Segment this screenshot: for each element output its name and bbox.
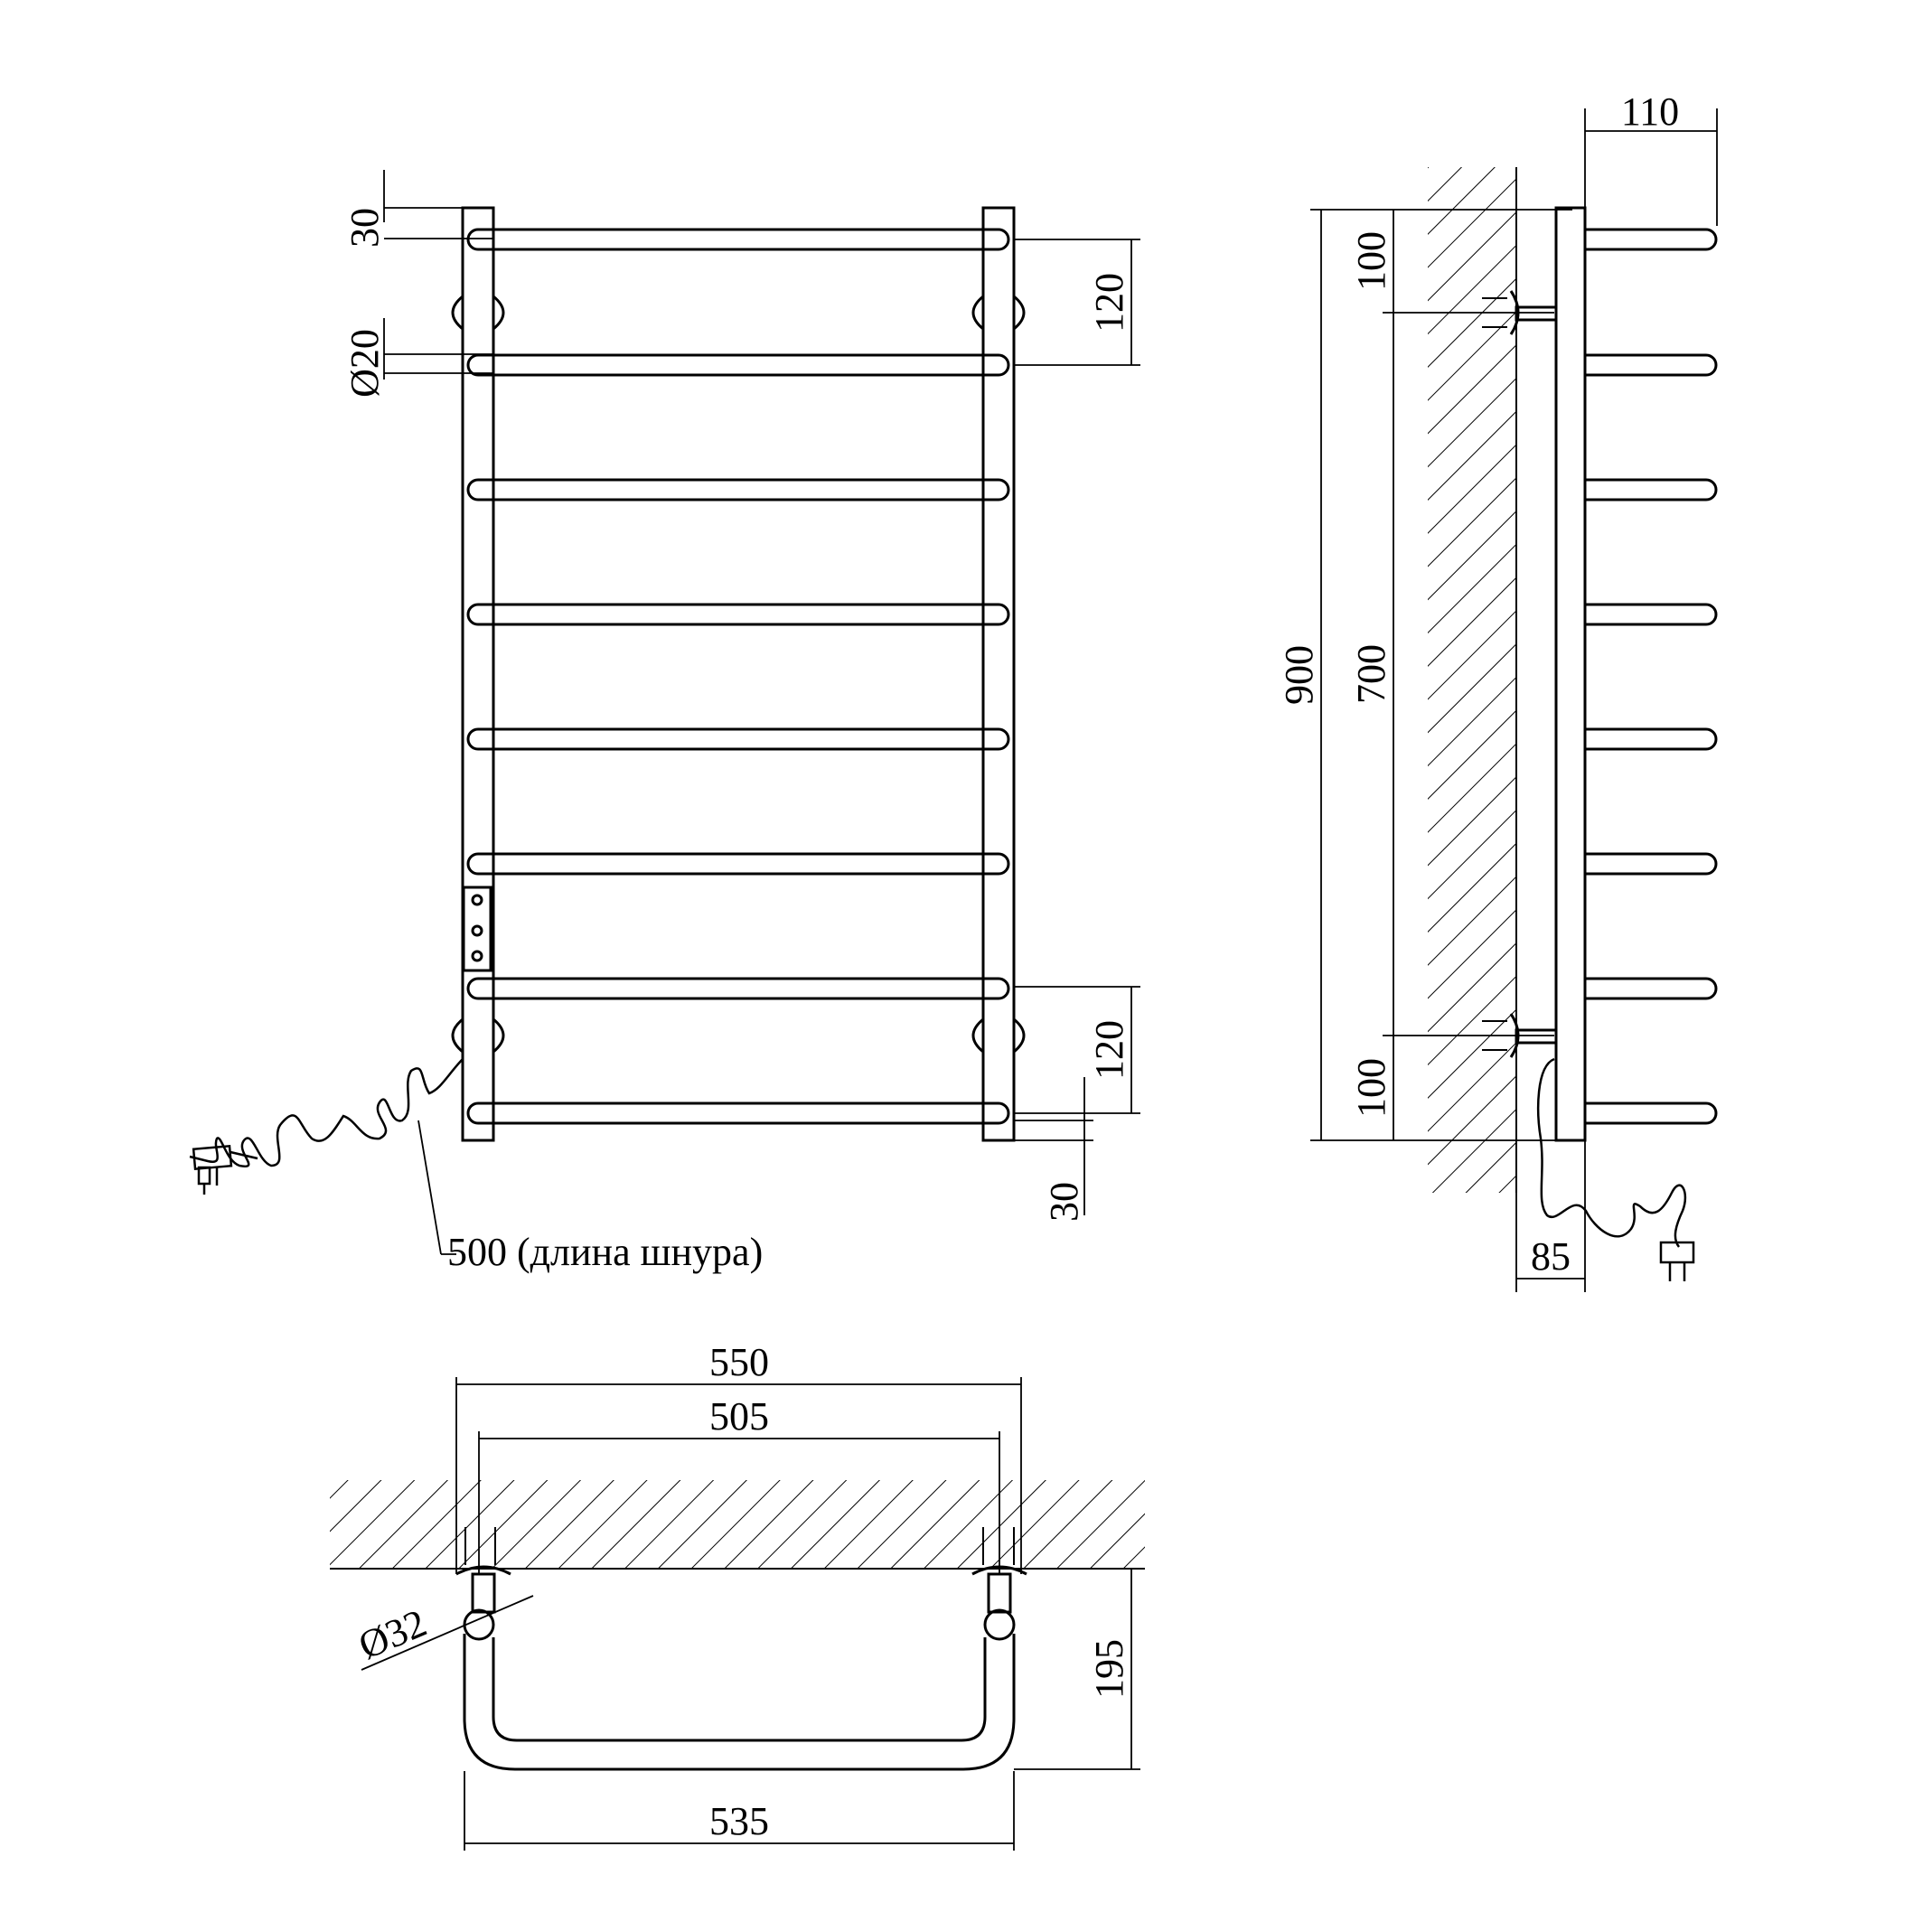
- dim-top-spacing: 120: [1087, 273, 1131, 333]
- front-bars: [466, 228, 1010, 1125]
- cord-length-note: 500 (длина шнура): [447, 1230, 763, 1274]
- front-bar-1: [466, 228, 1010, 251]
- side-bar-2: [1585, 353, 1718, 377]
- front-bar-6: [466, 852, 1010, 876]
- front-view: [189, 170, 1140, 1255]
- plug-icon: [192, 1144, 258, 1195]
- side-view: [1310, 108, 1718, 1292]
- left-post: [461, 206, 495, 1142]
- dim-top-margin: 100: [1349, 231, 1393, 291]
- side-bar-6: [1585, 852, 1718, 876]
- front-bar-4: [466, 603, 1010, 626]
- dim-mount-width: 505: [709, 1394, 769, 1439]
- dim-width-total: 550: [709, 1340, 769, 1384]
- front-bar-8: [466, 1101, 1010, 1125]
- side-bar-1: [1585, 228, 1718, 251]
- side-bar-3: [1585, 478, 1718, 501]
- right-post: [981, 206, 1016, 1142]
- side-bar-7: [1585, 977, 1718, 1000]
- dim-bottom-spacing: 120: [1087, 1020, 1131, 1080]
- side-bar-4: [1585, 603, 1718, 626]
- dim-depth-total: 110: [1621, 89, 1679, 134]
- side-bars: [1585, 228, 1718, 1125]
- dim-mount-spacing: 700: [1349, 644, 1393, 704]
- dim-bottom-offset: 30: [1042, 1182, 1086, 1222]
- post-right-top-circle: [983, 1608, 1016, 1641]
- side-bar-8: [1585, 1101, 1718, 1125]
- dim-top-offset: 30: [342, 208, 387, 248]
- top-right-bracket: [971, 295, 1026, 331]
- dim-projection: 195: [1087, 1639, 1131, 1699]
- side-dimension-labels: 110 900 700 100 100 85: [1277, 89, 1679, 1279]
- side-plug-icon: [1659, 1241, 1695, 1281]
- side-post: [1554, 206, 1587, 1142]
- dim-wall-offset: 85: [1531, 1234, 1571, 1279]
- u-tube-outer: [463, 1634, 1016, 1771]
- front-bar-7: [466, 977, 1010, 1000]
- dim-bar-diameter: Ø20: [342, 329, 387, 398]
- front-dimension-labels: 30 Ø20 120 120 30 500 (длина шнура): [342, 208, 1131, 1274]
- control-box: [462, 886, 492, 972]
- u-tube-inner: [492, 1637, 987, 1742]
- front-bar-3: [466, 478, 1010, 501]
- wall-hatch-side: [1428, 167, 1516, 1193]
- top-view: [330, 1377, 1145, 1851]
- dim-height-total: 900: [1277, 645, 1321, 705]
- dim-bottom-width: 535: [709, 1799, 769, 1843]
- top-left-bracket: [451, 295, 505, 331]
- dim-tube-diameter: Ø32: [352, 1600, 433, 1668]
- dim-bottom-margin: 100: [1349, 1058, 1393, 1118]
- wall-hatch-top: [330, 1480, 1145, 1569]
- power-cord: [189, 1058, 464, 1168]
- side-power-cord: [1537, 1057, 1687, 1248]
- top-dimension-labels: 550 505 535 195 Ø32: [352, 1340, 1131, 1843]
- bottom-left-bracket: [451, 1017, 505, 1054]
- bottom-right-bracket: [971, 1017, 1026, 1054]
- side-bar-5: [1585, 727, 1718, 751]
- front-bar-2: [466, 353, 1010, 377]
- front-bar-5: [466, 727, 1010, 751]
